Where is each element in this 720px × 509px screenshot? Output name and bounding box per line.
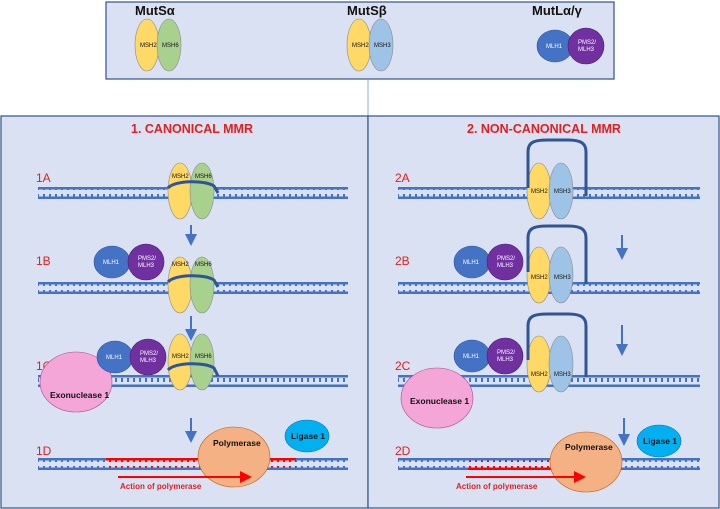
legend-mutsb-msh3: MSH3 [374, 43, 391, 49]
mlh3-1c-label: MLH3 [140, 358, 157, 364]
noncanonical-2d: Polymerase Ligase 1 Action of polymerase [398, 424, 700, 493]
legend-mutsa-msh6: MSH6 [162, 43, 179, 49]
mlh1-2b-label: MLH1 [463, 260, 480, 266]
legend-mutsb-msh2: MSH2 [352, 43, 369, 49]
msh2-1c [167, 333, 193, 391]
msh6-1c [189, 333, 215, 391]
ligase-2d-label: Ligase 1 [643, 436, 677, 446]
msh6-1c-label: MSH6 [195, 354, 212, 360]
msh3-2c [548, 335, 574, 393]
msh2-1c-label: MSH2 [172, 354, 189, 360]
exonuclease-1c [39, 351, 113, 413]
pms2-1c-label: PMS2/ [140, 351, 158, 357]
pms2-1b-label: PMS2/ [138, 256, 156, 262]
exonuclease-1c-label: Exonuclease 1 [50, 390, 109, 400]
msh2-1b-label: MSH2 [172, 262, 189, 268]
step-1d: 1D [36, 444, 52, 458]
mlh3-2c-label: MLH3 [497, 357, 514, 363]
legend-pms2-shape [567, 27, 605, 65]
mlh1-1b-label: MLH1 [103, 260, 120, 266]
legend-mutl-title: MutLα/γ [532, 3, 583, 18]
loop-2c [526, 312, 588, 377]
action-1d-label: Action of polymerase [120, 482, 202, 491]
mlh1-1c-label: MLH1 [106, 355, 123, 361]
msh6-1b-label: MSH6 [195, 262, 212, 268]
step-2b: 2B [395, 254, 410, 268]
exonuclease-2c [400, 367, 474, 429]
polymerase-1d-label: Polymerase [213, 438, 261, 448]
legend-mutl-mlh3: MLH3 [578, 47, 595, 53]
msh3-2b-label: MSH3 [554, 275, 571, 281]
step-1b: 1B [36, 254, 51, 268]
dna-2d [398, 458, 700, 470]
legend-mutsa-title: MutSα [135, 3, 175, 18]
canonical-1d: Polymerase Ligase 1 Action of polymerase [38, 419, 348, 491]
msh3-2a-label: MSH3 [554, 189, 571, 195]
dna-1d [38, 458, 348, 470]
msh3-2b [548, 246, 574, 304]
msh6-1a [189, 162, 215, 220]
pms2-1b [127, 243, 165, 281]
mlh3-2b-label: MLH3 [497, 263, 514, 269]
canonical-1b: MLH1 PMS2/ MLH3 MSH2 MSH6 [38, 243, 348, 314]
mismatch-loop-1b [166, 274, 220, 288]
msh2-2a-label: MSH2 [531, 189, 548, 195]
step-2c: 2C [395, 359, 411, 373]
loop-2b [526, 224, 588, 284]
pms2-2c-label: PMS2/ [497, 350, 515, 356]
msh2-2c [526, 335, 552, 393]
polymerase-2d-label: Polymerase [565, 442, 613, 452]
ligase-1d-label: Ligase 1 [291, 431, 325, 441]
pms2-2b-label: PMS2/ [497, 256, 515, 262]
exonuclease-2c-label: Exonuclease 1 [410, 396, 469, 406]
legend-msh6-shape [156, 18, 182, 72]
legend-mutl-pms2: PMS2/ [578, 40, 596, 46]
pms2-2c [486, 337, 524, 375]
canonical-1a: MSH2 MSH6 [38, 162, 348, 220]
msh3-2a [548, 162, 574, 220]
action-2d-label: Action of polymerase [456, 482, 538, 491]
pms2-1c [129, 338, 167, 376]
canonical-1c: Exonuclease 1 MLH1 PMS2/ MLH3 MSH2 MSH6 [38, 333, 348, 413]
step-2d: 2D [395, 444, 411, 458]
noncanonical-2c: Exonuclease 1 MLH1 PMS2/ MLH3 MSH2 MSH3 [398, 312, 700, 429]
step-2a: 2A [395, 171, 410, 185]
mismatch-loop-1a [166, 180, 220, 194]
mlh1-2c-label: MLH1 [463, 354, 480, 360]
polymerase-1d [197, 426, 271, 488]
loop-2a [526, 138, 588, 196]
msh2-2b-label: MSH2 [531, 275, 548, 281]
msh6-1a-label: MSH6 [195, 174, 212, 180]
msh3-2c-label: MSH3 [554, 372, 571, 378]
ligase-1d [284, 419, 330, 453]
msh2-2c-label: MSH2 [531, 372, 548, 378]
noncanonical-2a: MSH2 MSH3 [398, 138, 700, 220]
msh6-1b [189, 256, 215, 314]
step-1a: 1A [36, 171, 51, 185]
pms2-2b [486, 243, 524, 281]
polymerase-2d [549, 431, 623, 493]
msh2-1a [167, 162, 193, 220]
legend-mutsb-title: MutSβ [347, 3, 387, 18]
noncanonical-2b: MLH1 PMS2/ MLH3 MSH2 MSH3 [398, 224, 700, 304]
legend-mutsa-msh2: MSH2 [140, 43, 157, 49]
legend-box: MutSα MSH2 MSH6 MutSβ MSH2 MSH3 MutLα/γ … [105, 1, 615, 80]
legend-mutl-mlh1: MLH1 [546, 44, 563, 50]
ligase-2d [636, 424, 682, 458]
msh2-1a-label: MSH2 [172, 174, 189, 180]
canonical-title: 1. CANONICAL MMR [131, 122, 253, 136]
mismatch-loop-1c [166, 362, 220, 377]
legend-msh3-shape [368, 18, 394, 72]
mlh3-1b-label: MLH3 [138, 263, 155, 269]
noncanonical-title: 2. NON-CANONICAL MMR [467, 122, 621, 136]
